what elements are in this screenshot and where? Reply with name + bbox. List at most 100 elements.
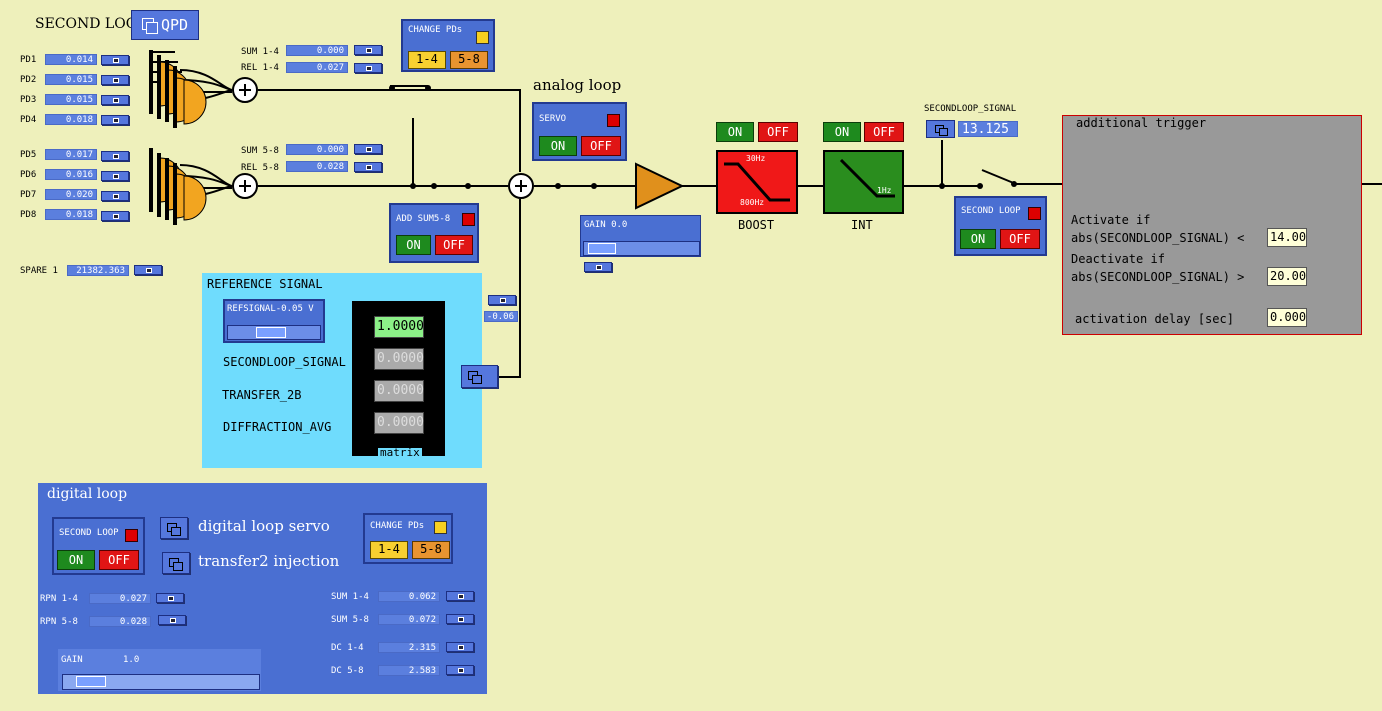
spare-detail-button[interactable] (134, 265, 162, 275)
digital-dc-label: DC 1-4 (331, 643, 364, 653)
servo-title: SERVO (539, 114, 567, 124)
pd-detail-button[interactable] (101, 171, 129, 181)
digital-sum-label: SUM 1-4 (331, 592, 369, 602)
matrix-cell[interactable]: 1.0000 (374, 316, 424, 338)
pd-value: 0.015 (45, 94, 97, 105)
pd-detail-button[interactable] (101, 211, 129, 221)
int-off-button[interactable]: OFF (864, 122, 904, 142)
rpn-detail-button[interactable] (158, 615, 186, 625)
analog-loop-title: analog loop (533, 76, 622, 94)
boost-on-button[interactable]: ON (716, 122, 754, 142)
reference-signal-panel: REFERENCE SIGNAL REFSIGNAL-0.05 V SECOND… (202, 273, 482, 468)
pd-detail-button[interactable] (101, 55, 129, 65)
delay-input[interactable]: 0.000 (1267, 308, 1307, 327)
rel-value: 0.027 (286, 62, 348, 73)
int-on-button[interactable]: ON (823, 122, 861, 142)
qpd-button[interactable]: QPD (131, 10, 199, 40)
digital-gain-slider[interactable] (62, 674, 260, 690)
second-loop-on-button[interactable]: ON (960, 229, 996, 249)
servo-off-button[interactable]: OFF (581, 136, 621, 156)
rpn-detail-button[interactable] (156, 593, 184, 603)
int-label: INT (851, 218, 873, 232)
deactivate-threshold-input[interactable]: 20.00 (1267, 267, 1307, 286)
pd-1-4-button[interactable]: 1-4 (408, 51, 446, 69)
transfer-injection-button[interactable] (162, 552, 190, 574)
digital-gain-slider-knob[interactable] (76, 676, 106, 687)
pd-value: 0.018 (45, 209, 97, 220)
pd-detail-button[interactable] (101, 75, 129, 85)
refsignal-label: REFSIGNAL-0.05 V (227, 304, 314, 314)
pd-detail-button[interactable] (101, 151, 129, 161)
servo-on-button[interactable]: ON (539, 136, 577, 156)
change-pds-title: CHANGE PDs (408, 25, 463, 35)
rpn-value: 0.028 (89, 616, 151, 627)
add-sum-off-button[interactable]: OFF (435, 235, 473, 255)
page-title: SECOND LOOP (35, 16, 147, 32)
pd-value: 0.016 (45, 169, 97, 180)
second-loop-title: SECOND LOOP (961, 206, 1021, 216)
matrix-cell[interactable]: 0.0000 (374, 412, 424, 434)
refsignal-control: REFSIGNAL-0.05 V (223, 299, 325, 343)
pd-label: PD7 (20, 190, 37, 200)
pd-label: PD6 (20, 170, 37, 180)
ref-offset-value: -0.06 (484, 311, 518, 322)
ref-detail-button[interactable] (488, 295, 516, 305)
digital-dc-value: 2.315 (378, 642, 440, 653)
digital-sum-detail-button[interactable] (446, 591, 474, 601)
digital-loop-servo-button[interactable] (160, 517, 188, 539)
matrix-cell[interactable]: 0.0000 (374, 380, 424, 402)
gain-detail-button[interactable] (584, 262, 612, 272)
boost-filter[interactable]: 30Hz 800Hz (716, 150, 798, 214)
add-sum-on-button[interactable]: ON (396, 235, 431, 255)
digital-on-button[interactable]: ON (57, 550, 95, 570)
pd-label: PD5 (20, 150, 37, 160)
refsignal-slider[interactable] (227, 325, 321, 340)
boost-off-button[interactable]: OFF (758, 122, 798, 142)
boost-label: BOOST (738, 218, 775, 232)
pd-value: 0.018 (45, 114, 97, 125)
reference-title: REFERENCE SIGNAL (207, 277, 323, 291)
deactivate-label-1: Deactivate if (1071, 252, 1165, 266)
gain-slider[interactable] (583, 241, 700, 256)
pd-detail-button[interactable] (101, 191, 129, 201)
refsignal-slider-knob[interactable] (256, 327, 286, 338)
secondloop-signal-button[interactable] (926, 120, 955, 138)
activate-label-1: Activate if (1071, 213, 1151, 227)
int-filter[interactable]: 1Hz (823, 150, 904, 214)
activate-threshold-input[interactable]: 14.00 (1267, 228, 1307, 247)
digital-dc-detail-button[interactable] (446, 665, 474, 675)
digital-pd-5-8-button[interactable]: 5-8 (412, 541, 450, 559)
digital-sum-detail-button[interactable] (446, 614, 474, 624)
matrix-cell[interactable]: 0.0000 (374, 348, 424, 370)
pd-5-8-button[interactable]: 5-8 (450, 51, 488, 69)
digital-off-button[interactable]: OFF (99, 550, 139, 570)
digital-loop-servo-label: digital loop servo (198, 517, 330, 535)
int-f: 1Hz (877, 186, 892, 195)
spare-value: 21382.363 (67, 265, 129, 276)
gain-slider-knob[interactable] (588, 243, 616, 254)
reference-window-button[interactable] (461, 365, 498, 388)
digital-pd-1-4-button[interactable]: 1-4 (370, 541, 408, 559)
pd-value: 0.017 (45, 149, 97, 160)
second-loop-off-button[interactable]: OFF (1000, 229, 1040, 249)
pd-label: PD8 (20, 210, 37, 220)
rel-detail-button[interactable] (354, 63, 382, 73)
pd-detail-button[interactable] (101, 95, 129, 105)
status-indicator (125, 529, 138, 542)
digital-loop-panel: digital loop SECOND LOOP ON OFF digital … (38, 483, 487, 694)
gain-label: GAIN 0.0 (584, 220, 628, 230)
pd-detail-button[interactable] (101, 115, 129, 125)
servo-panel: SERVO ON OFF (532, 102, 627, 161)
sum-value: 0.000 (286, 45, 348, 56)
digital-dc-label: DC 5-8 (331, 666, 364, 676)
sum-detail-button[interactable] (354, 144, 382, 154)
rel-detail-button[interactable] (354, 162, 382, 172)
sum-detail-button[interactable] (354, 45, 382, 55)
pd-value: 0.015 (45, 74, 97, 85)
add-sum-panel: ADD SUM5-8 ON OFF (389, 203, 479, 263)
window-icon-back (939, 128, 948, 136)
digital-sum-value: 0.062 (378, 591, 440, 602)
digital-dc-detail-button[interactable] (446, 642, 474, 652)
digital-sum-value: 0.072 (378, 614, 440, 625)
sum-label: SUM 1-4 (241, 47, 279, 57)
